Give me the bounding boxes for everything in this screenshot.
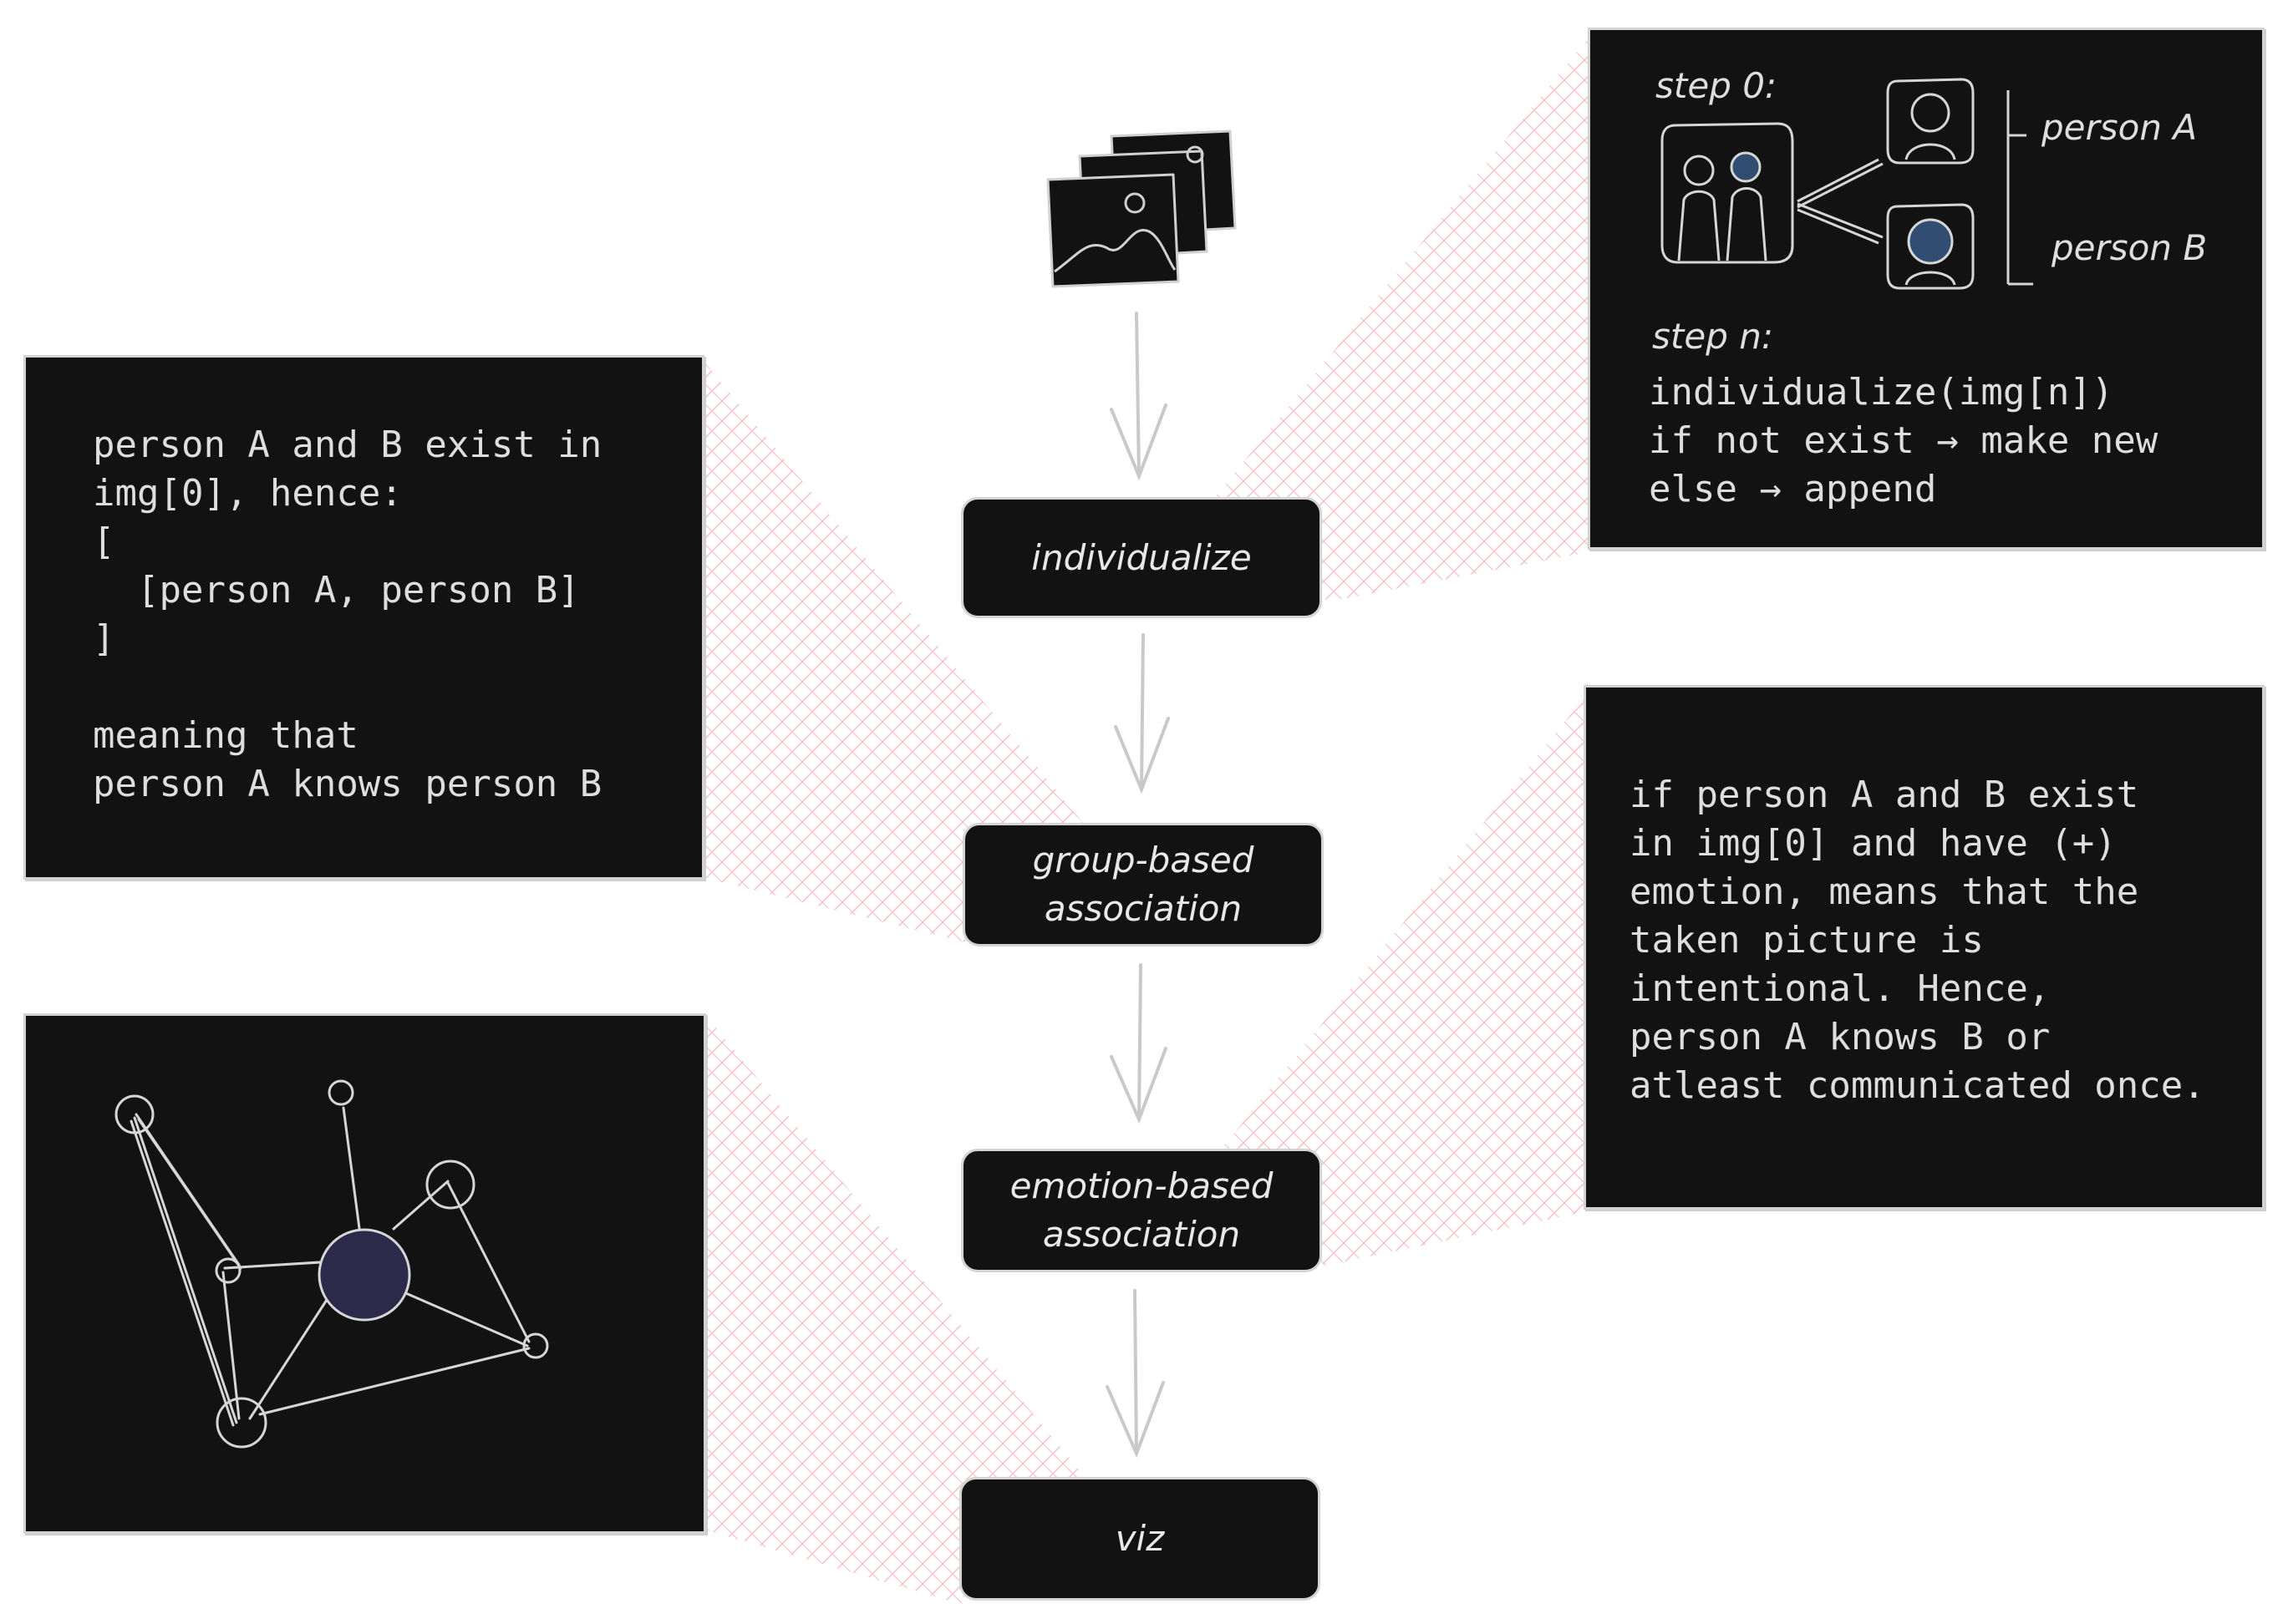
- emotion-line: if person A and B exist: [1630, 774, 2139, 816]
- face-icon: [1886, 203, 1975, 290]
- emotion-line: person A knows B or: [1630, 1016, 2051, 1058]
- group-photo-icon: [1660, 122, 1794, 264]
- graph-node: [328, 1079, 354, 1106]
- graph-node: [216, 1397, 267, 1449]
- group-line: img[0], hence:: [93, 472, 403, 515]
- panel-emotion-association: if person A and B exist in img[0] and ha…: [1584, 685, 2265, 1210]
- step-emotion-based-association[interactable]: emotion-based association: [961, 1149, 1322, 1272]
- graph-node: [215, 1257, 242, 1284]
- wedge-individualize: [1212, 33, 1592, 601]
- wedge-viz: [702, 1011, 1086, 1604]
- group-line: [: [93, 520, 115, 563]
- step-group-based-association[interactable]: group-based association: [963, 823, 1324, 946]
- graph-node: [425, 1160, 475, 1210]
- step-viz[interactable]: viz: [959, 1477, 1320, 1601]
- emotion-line: atleast communicated once.: [1630, 1064, 2205, 1107]
- image-stack-icon: [1046, 129, 1237, 288]
- wedge-emotion: [1212, 693, 1588, 1266]
- group-line: meaning that: [93, 714, 358, 757]
- step0-label: step 0:: [1655, 65, 1777, 106]
- emotion-line: emotion, means that the: [1630, 870, 2139, 913]
- graph-node: [522, 1332, 549, 1359]
- individualize-code-line: if not exist → make new: [1649, 419, 2158, 462]
- step-group-label-line1: group-based: [1032, 840, 1254, 881]
- panel-individualize: step 0:: [1588, 28, 2265, 550]
- graph-node: [114, 1094, 155, 1134]
- face-icon: [1886, 78, 1975, 165]
- step-viz-label: viz: [1115, 1518, 1165, 1559]
- group-association-text: person A and B exist in img[0], hence: […: [93, 421, 602, 809]
- step-emotion-label-line1: emotion-based: [1009, 1165, 1274, 1206]
- arrow-individualize-to-group: [1114, 633, 1170, 794]
- arrow-images-to-individualize: [1110, 312, 1167, 481]
- panel-group-association: person A and B exist in img[0], hence: […: [23, 355, 704, 880]
- group-line: person A knows person B: [93, 763, 603, 805]
- person-b-label: person B: [2052, 227, 2208, 268]
- step-emotion-label-line2: association: [1042, 1214, 1241, 1255]
- bracket-lines: [2006, 90, 2033, 286]
- step-group-label-line2: association: [1044, 888, 1243, 929]
- association-lines: [1797, 158, 1884, 245]
- group-line: ]: [93, 617, 115, 660]
- graph-edges: [130, 1106, 531, 1427]
- stepn-label: step n:: [1652, 316, 1773, 357]
- wedge-group: [702, 359, 1086, 944]
- step-individualize-label: individualize: [1031, 536, 1252, 578]
- network-graph: [114, 1079, 549, 1449]
- individualize-code-line: else → append: [1649, 468, 1937, 510]
- individualize-code-line: individualize(img[n]): [1649, 371, 2114, 414]
- arrow-group-to-emotion: [1110, 963, 1167, 1124]
- panel-viz-graph: [23, 1013, 706, 1534]
- group-line: [person A, person B]: [93, 569, 580, 612]
- step-individualize[interactable]: individualize: [961, 497, 1322, 618]
- group-line: person A and B exist in: [93, 424, 603, 466]
- emotion-line: intentional. Hence,: [1630, 967, 2051, 1010]
- emotion-association-text: if person A and B exist in img[0] and ha…: [1630, 771, 2205, 1110]
- arrow-emotion-to-viz: [1106, 1289, 1165, 1459]
- individualize-code: individualize(img[n]) if not exist → mak…: [1649, 368, 2158, 514]
- graph-hub-node: [318, 1228, 411, 1322]
- emotion-line: taken picture is: [1630, 919, 1984, 962]
- person-a-label: person A: [2041, 107, 2198, 148]
- emotion-line: in img[0] and have (+): [1630, 822, 2117, 865]
